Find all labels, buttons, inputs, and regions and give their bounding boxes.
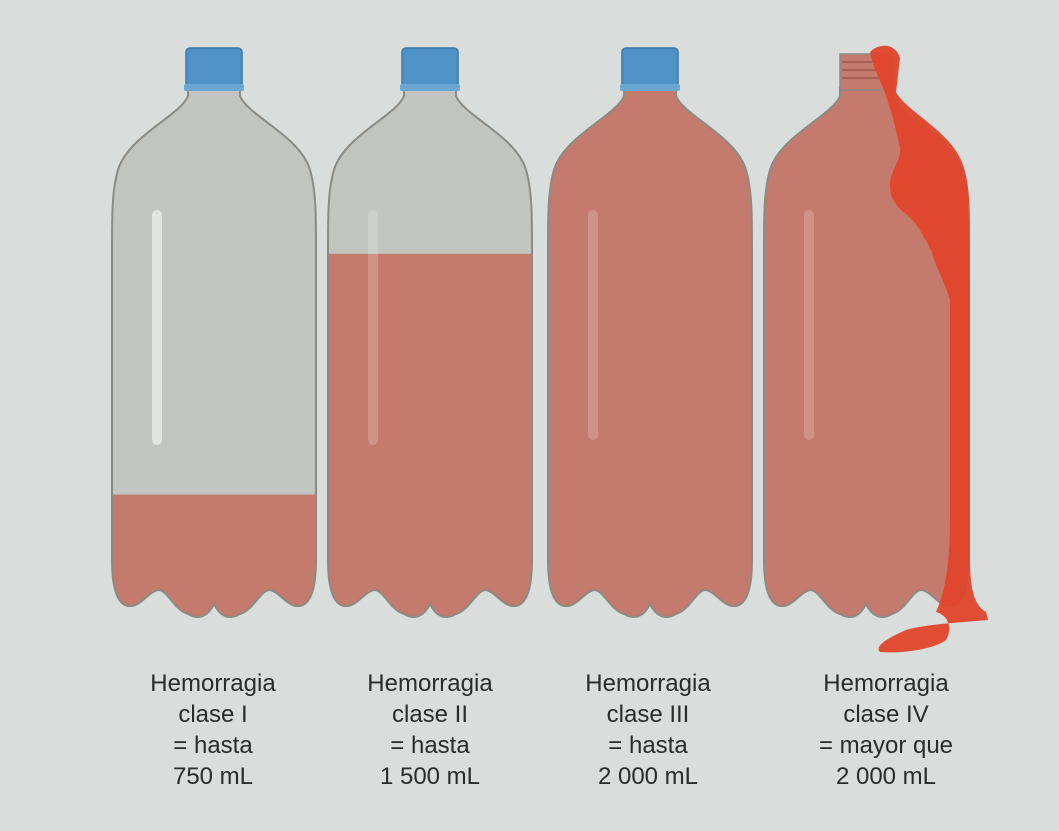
caption-line-1: Hemorragia — [150, 670, 276, 697]
bottle-outline — [327, 87, 533, 618]
cap-ring — [620, 84, 680, 91]
bottle-glass — [112, 88, 316, 617]
caption-line-4: 2 000 mL — [835, 763, 937, 790]
bottle-cap — [621, 47, 679, 91]
glass-highlight — [588, 210, 598, 440]
caption-clase-4: Hemorragia clase IV = mayor que 2 000 mL — [786, 668, 986, 792]
blood-level — [328, 253, 532, 617]
caption-line-4: 2 000 mL — [597, 763, 699, 790]
caption-clase-1: Hemorragia clase I = hasta 750 mL — [113, 668, 313, 792]
overflow-blood — [870, 45, 988, 653]
cap-ring — [400, 84, 460, 91]
caption-line-2: clase III — [606, 701, 690, 728]
bottle-clase-4 — [763, 45, 988, 653]
caption-clase-2: Hemorragia clase II = hasta 1 500 mL — [330, 668, 530, 792]
bottle-clase-3 — [547, 47, 753, 618]
glass-highlight — [804, 210, 814, 440]
glass-highlight — [368, 210, 378, 445]
caption-line-1: Hemorragia — [823, 670, 949, 697]
bottle-clase-1 — [111, 47, 317, 618]
blood-level — [548, 88, 752, 617]
bottle-clase-2 — [327, 47, 533, 618]
caption-line-2: clase I — [178, 701, 248, 728]
caption-line-2: clase IV — [843, 701, 929, 728]
caption-line-4: 750 mL — [172, 763, 254, 790]
bottle-cap — [185, 47, 243, 91]
caption-line-1: Hemorragia — [367, 670, 493, 697]
caption-line-1: Hemorragia — [585, 670, 711, 697]
caption-clase-3: Hemorragia clase III = hasta 2 000 mL — [548, 668, 748, 792]
caption-line-4: 1 500 mL — [379, 763, 481, 790]
caption-line-3: = hasta — [390, 732, 470, 759]
caption-line-3: = hasta — [608, 732, 688, 759]
cap-ring — [184, 84, 244, 91]
bottle-cap — [401, 47, 459, 91]
caption-line-3: = hasta — [173, 732, 253, 759]
bottle-outline — [547, 87, 753, 618]
caption-line-3: = mayor que — [818, 732, 954, 759]
glass-highlight — [152, 210, 162, 445]
bottle-outline — [111, 87, 317, 618]
caption-line-2: clase II — [391, 701, 469, 728]
